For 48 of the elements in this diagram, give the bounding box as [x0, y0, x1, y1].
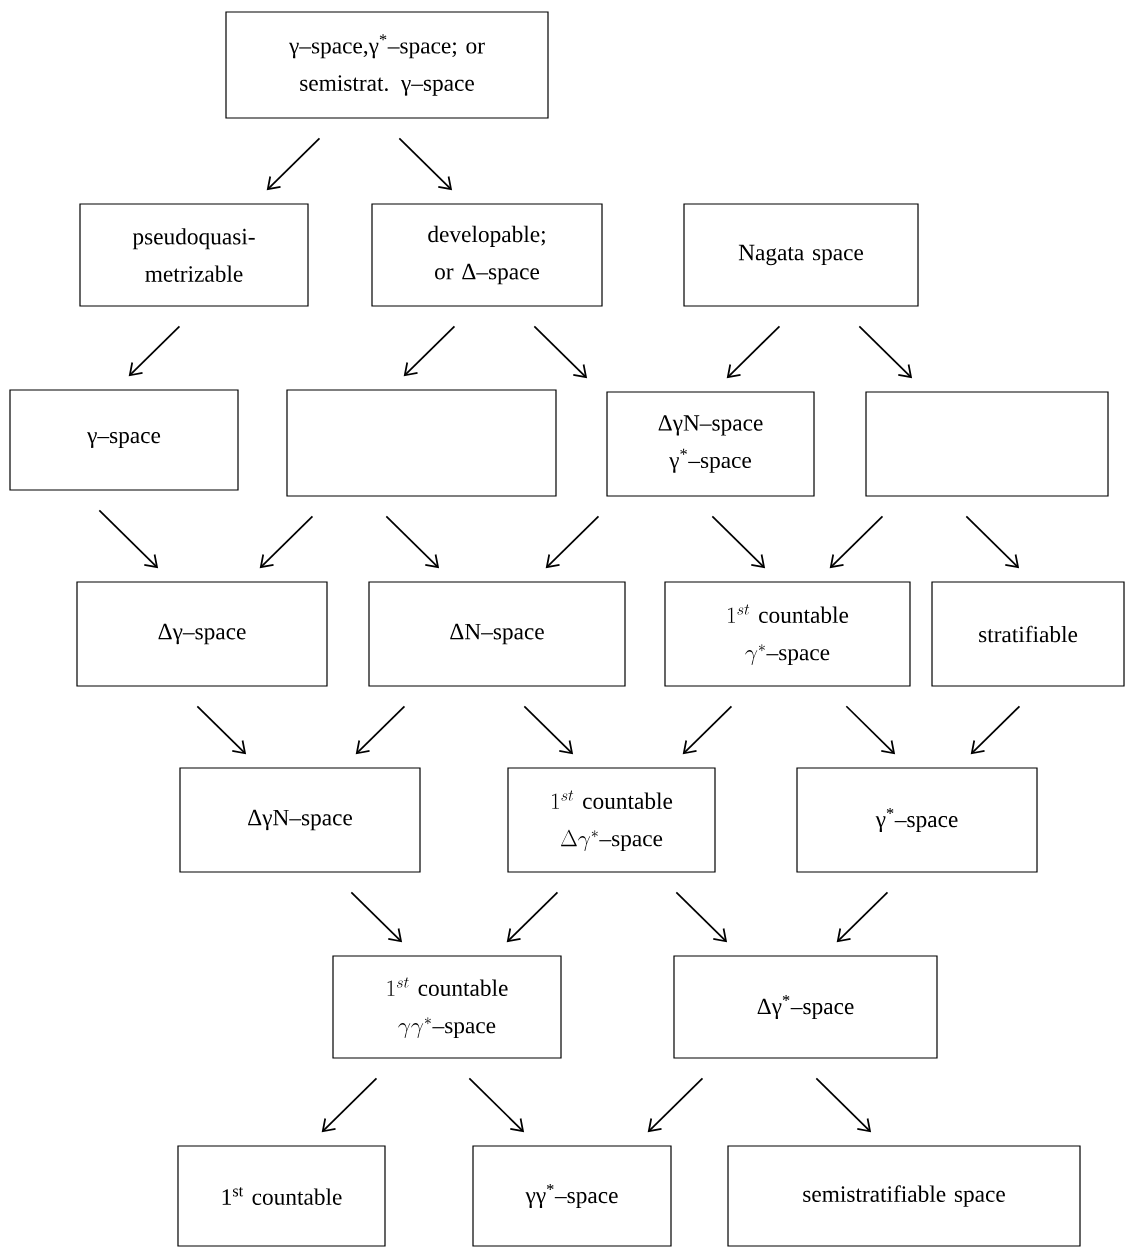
concept-box: ΔγN–space γ$^{*}$–space	[606, 391, 815, 497]
arrow	[523, 705, 574, 755]
concept-box: developable; or Δ–space	[371, 203, 603, 307]
arrow	[647, 1077, 704, 1133]
concept-box: 1$^{st}$ countable	[177, 1145, 386, 1247]
arrow	[259, 515, 314, 569]
arrow	[858, 325, 913, 379]
arrow	[98, 509, 159, 569]
arrow	[403, 325, 456, 377]
arrow	[506, 891, 559, 943]
concept-box: γ–space,γ$^{*}$–space; or semistrat. γ–space	[225, 11, 549, 119]
arrow	[815, 1077, 872, 1133]
arrow	[545, 515, 600, 569]
arrow	[468, 1077, 525, 1133]
arrow	[675, 891, 728, 943]
concept-box: Δγ–space	[76, 581, 328, 687]
arrow	[711, 515, 766, 569]
concept-box: ΔN–space	[368, 581, 626, 687]
arrow	[355, 705, 406, 755]
arrow	[970, 705, 1021, 755]
concept-box: γ–space	[9, 389, 239, 491]
arrow	[385, 515, 440, 569]
arrow	[196, 705, 247, 755]
concept-box: Δγ$^{*}$–space	[673, 955, 938, 1059]
concept-box: γγ$^{*}$–space	[472, 1145, 672, 1247]
empty-box	[286, 389, 557, 497]
arrow	[836, 891, 889, 943]
concept-box: semistratifiable space	[727, 1145, 1081, 1247]
concept-box: ΔγN–space	[179, 767, 421, 873]
concept-box: $\begin{array}{c}1^{st}\mbox{ countable}\\ \Delta\gamma^{*}\mbox{–space}\end{array}$	[507, 767, 716, 873]
concept-box: $\begin{array}{c}1^{st}\mbox{ countable}\\ \gamma^{*}\mbox{–space}\end{array}$	[664, 581, 911, 687]
arrow	[829, 515, 884, 569]
arrow	[350, 891, 403, 943]
concept-box: $\begin{array}{c}1^{st}\mbox{ countable}\\ \gamma\gamma^{*}\mbox{–space}\end{array}$	[332, 955, 562, 1059]
arrow	[128, 325, 181, 377]
arrow	[965, 515, 1020, 569]
concept-box: stratifiable	[931, 581, 1125, 687]
arrow	[726, 325, 781, 379]
arrow	[398, 137, 453, 191]
arrow	[321, 1077, 378, 1133]
concept-box: Nagata space	[683, 203, 919, 307]
arrow	[845, 705, 896, 755]
arrow	[266, 137, 321, 191]
arrow	[682, 705, 733, 755]
empty-box	[865, 391, 1109, 497]
arrow	[533, 325, 588, 379]
concept-box: pseudoquasi-metrizable	[79, 203, 309, 307]
concept-box: γ$^{*}$–space	[796, 767, 1038, 873]
